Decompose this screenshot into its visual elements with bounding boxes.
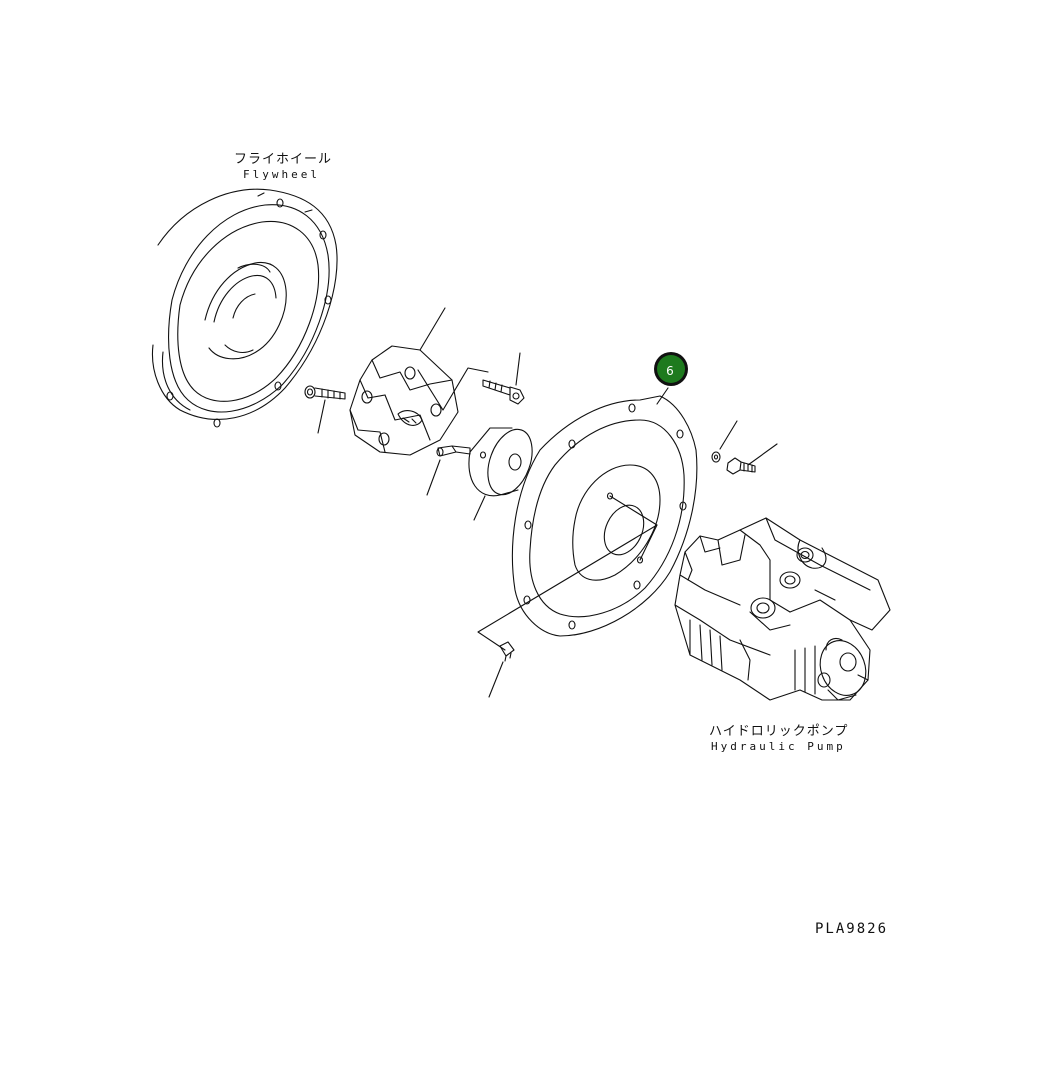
plate-screw bbox=[488, 641, 515, 698]
callout-number[interactable]: 6 bbox=[666, 364, 674, 378]
flywheel-label-en: Flywheel bbox=[243, 168, 320, 181]
small-pin bbox=[426, 445, 471, 496]
coupling-part bbox=[349, 307, 459, 456]
hydraulic-pump bbox=[674, 517, 891, 701]
leader-line-coupling bbox=[417, 367, 489, 411]
pump-label-en: Hydraulic Pump bbox=[711, 740, 846, 753]
coupling-bolt-right bbox=[482, 352, 525, 405]
pump-label-jp: ハイドロリックポンプ bbox=[709, 724, 849, 739]
washer-and-bolt bbox=[711, 420, 778, 475]
hub-part bbox=[468, 427, 533, 521]
flywheel-part bbox=[151, 188, 338, 428]
callout-6 bbox=[654, 352, 688, 405]
drawing-number: PLA9826 bbox=[815, 921, 889, 937]
coupling-bolt-left bbox=[304, 385, 346, 434]
adapter-plate bbox=[477, 395, 698, 651]
flywheel-label-jp: フライホイール bbox=[234, 152, 333, 167]
